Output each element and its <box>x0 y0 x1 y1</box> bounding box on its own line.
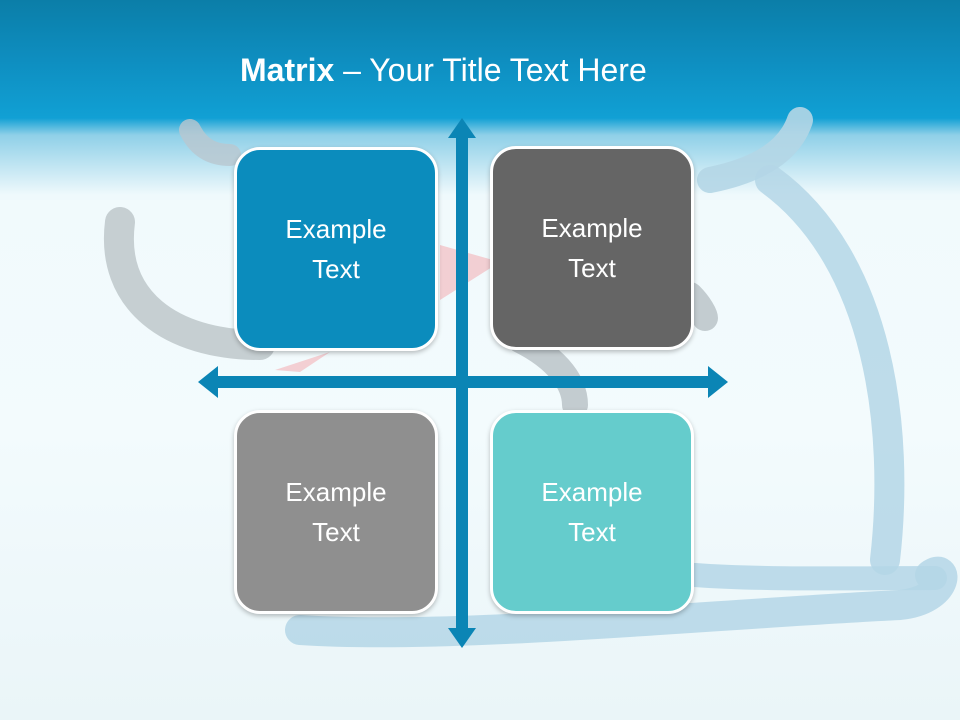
horizontal-axis <box>214 376 712 388</box>
matrix-cell-top-right: Example Text <box>490 146 694 350</box>
matrix-cell-bottom-right: Example Text <box>490 410 694 614</box>
header-band <box>0 0 960 200</box>
title-rest-part: – Your Title Text Here <box>334 52 647 88</box>
cell-label: Example Text <box>285 477 387 547</box>
matrix-cell-bottom-left: Example Text <box>234 410 438 614</box>
cell-label: Example Text <box>541 477 643 547</box>
title-bold-part: Matrix <box>240 52 335 88</box>
down-arrow-head <box>448 628 476 648</box>
cell-label: Example Text <box>541 213 643 283</box>
up-arrow-head <box>448 118 476 138</box>
slide-title: Matrix – Your Title Text Here <box>240 48 800 92</box>
cell-label: Example Text <box>285 214 387 284</box>
matrix-cell-top-left: Example Text <box>234 147 438 351</box>
right-arrow-head <box>708 366 728 398</box>
left-arrow-head <box>198 366 218 398</box>
